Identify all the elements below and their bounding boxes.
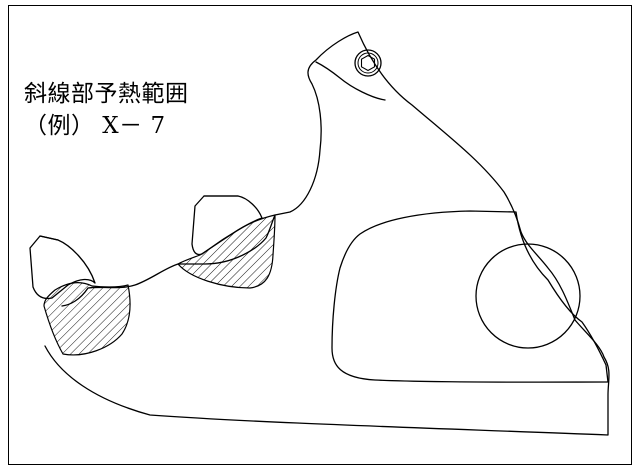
caption-example: （例） X－ 7: [24, 113, 166, 139]
caption: 斜線部予熱範囲 （例） X－ 7: [24, 78, 189, 142]
bolt-icon: [354, 49, 382, 77]
inner-cutout: [331, 210, 609, 383]
lower-hatched-area: [43, 281, 131, 356]
caption-title: 斜線部予熱範囲: [24, 81, 189, 107]
pin-hole-circle: [475, 243, 581, 349]
upper-left-tooth: [29, 235, 96, 300]
adapter-outline: [44, 31, 610, 436]
middle-hatched-area: [177, 214, 276, 289]
top-lip: [315, 61, 386, 101]
